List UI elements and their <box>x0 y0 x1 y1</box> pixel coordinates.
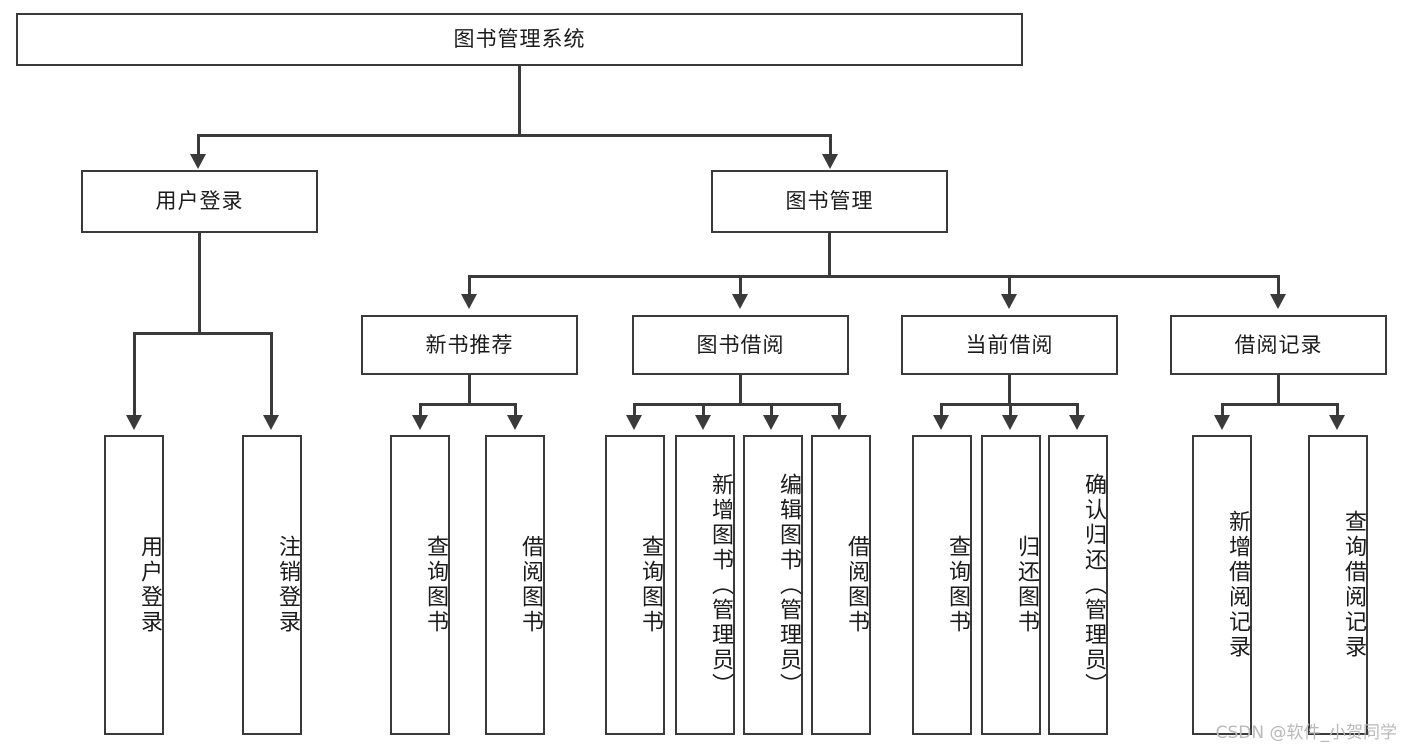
leaf-query-book-borrow[interactable]: 查询图书 <box>605 435 665 735</box>
connector-borrow-record-stem <box>1277 375 1280 405</box>
leaf-borrow-book-new[interactable]: 借阅图书 <box>485 435 545 735</box>
connector-current-borrow-leaf1 <box>940 403 943 417</box>
arrow-new-books-leaf1 <box>412 415 428 430</box>
leaf-label: 编辑图书（管理员） <box>776 472 801 698</box>
leaf-label: 新增借阅记录 <box>1225 510 1250 660</box>
arrow-current-borrow-leaf2 <box>1002 415 1018 430</box>
connector-to-book-borrow <box>739 275 742 297</box>
leaf-add-book-admin[interactable]: 新增图书（管理员） <box>675 435 735 735</box>
leaf-label: 查询借阅记录 <box>1341 510 1366 660</box>
arrow-to-book-manage <box>822 154 838 169</box>
connector-level3-bus <box>468 275 1280 278</box>
leaf-label: 确认归还（管理员） <box>1081 472 1106 698</box>
connector-current-borrow-stem <box>1008 375 1011 405</box>
node-book-borrow[interactable]: 图书借阅 <box>632 315 849 375</box>
arrow-book-borrow-leaf3 <box>763 415 779 430</box>
leaf-user-login[interactable]: 用户登录 <box>104 435 164 735</box>
connector-current-borrow-leaf2 <box>1009 403 1012 417</box>
node-label: 借阅记录 <box>1234 332 1323 357</box>
leaf-logout[interactable]: 注销登录 <box>242 435 302 735</box>
connector-user-login-bus <box>133 332 272 335</box>
node-label: 图书借阅 <box>696 332 785 357</box>
node-borrow-record[interactable]: 借阅记录 <box>1170 315 1387 375</box>
leaf-query-borrow-record[interactable]: 查询借阅记录 <box>1308 435 1368 735</box>
connector-borrow-record-bus <box>1221 403 1339 406</box>
node-book-management[interactable]: 图书管理 <box>711 170 948 233</box>
node-root-system[interactable]: 图书管理系统 <box>16 13 1023 66</box>
leaf-label: 归还图书 <box>1014 535 1039 635</box>
leaf-confirm-return-admin[interactable]: 确认归还（管理员） <box>1048 435 1108 735</box>
node-label: 当前借阅 <box>965 332 1054 357</box>
arrow-to-new-books <box>461 294 477 309</box>
node-label: 用户登录 <box>155 189 244 214</box>
arrow-to-borrow-record <box>1270 294 1286 309</box>
leaf-query-book-new[interactable]: 查询图书 <box>390 435 450 735</box>
node-label: 新书推荐 <box>425 332 514 357</box>
leaf-label: 查询图书 <box>423 535 448 635</box>
leaf-query-book-current[interactable]: 查询图书 <box>912 435 972 735</box>
connector-user-login-leaf2 <box>270 332 273 418</box>
arrow-book-borrow-leaf4 <box>831 415 847 430</box>
leaf-label: 查询图书 <box>945 535 970 635</box>
arrow-book-borrow-leaf2 <box>695 415 711 430</box>
connector-user-login-leaf1 <box>133 332 136 418</box>
arrow-user-login-leaf1 <box>126 415 142 430</box>
arrow-book-borrow-leaf1 <box>626 415 642 430</box>
connector-borrow-record-leaf2 <box>1336 403 1339 417</box>
connector-new-books-bus <box>419 403 517 406</box>
arrow-current-borrow-leaf3 <box>1069 415 1085 430</box>
connector-root-stem <box>518 66 521 136</box>
connector-current-borrow-leaf3 <box>1076 403 1079 417</box>
arrow-to-book-borrow <box>732 294 748 309</box>
arrow-borrow-record-leaf2 <box>1329 415 1345 430</box>
leaf-label: 注销登录 <box>275 535 300 635</box>
leaf-return-book[interactable]: 归还图书 <box>981 435 1041 735</box>
connector-to-new-books <box>468 275 471 297</box>
connector-book-borrow-leaf3 <box>770 403 773 417</box>
connector-book-borrow-leaf1 <box>633 403 636 417</box>
leaf-label: 查询图书 <box>638 535 663 635</box>
connector-to-current-borrow <box>1008 275 1011 297</box>
leaf-label: 借阅图书 <box>518 535 543 635</box>
connector-new-books-stem <box>468 375 471 405</box>
arrow-current-borrow-leaf1 <box>933 415 949 430</box>
node-current-borrow[interactable]: 当前借阅 <box>901 315 1118 375</box>
connector-to-user-login <box>197 134 200 156</box>
connector-book-borrow-stem <box>739 375 742 405</box>
connector-book-manage-stem <box>828 233 831 278</box>
connector-book-borrow-leaf2 <box>702 403 705 417</box>
connector-to-book-manage <box>829 134 832 156</box>
arrow-user-login-leaf2 <box>263 415 279 430</box>
node-label: 图书管理 <box>785 189 874 214</box>
node-label: 图书管理系统 <box>453 27 586 52</box>
leaf-borrow-book[interactable]: 借阅图书 <box>811 435 871 735</box>
connector-book-borrow-bus <box>633 403 840 406</box>
connector-borrow-record-leaf1 <box>1221 403 1224 417</box>
leaf-label: 新增图书（管理员） <box>708 472 733 698</box>
arrow-to-current-borrow <box>1001 294 1017 309</box>
leaf-edit-book-admin[interactable]: 编辑图书（管理员） <box>743 435 803 735</box>
connector-level2-bus <box>197 134 832 137</box>
node-new-book-recommend[interactable]: 新书推荐 <box>361 315 578 375</box>
connector-to-borrow-record <box>1277 275 1280 297</box>
connector-new-books-leaf2 <box>514 403 517 417</box>
arrow-new-books-leaf2 <box>507 415 523 430</box>
leaf-label: 用户登录 <box>137 535 162 635</box>
leaf-label: 借阅图书 <box>844 535 869 635</box>
connector-new-books-leaf1 <box>419 403 422 417</box>
arrow-borrow-record-leaf1 <box>1214 415 1230 430</box>
arrow-to-user-login <box>190 154 206 169</box>
node-user-login[interactable]: 用户登录 <box>81 170 318 233</box>
connector-user-login-stem <box>198 233 201 334</box>
leaf-add-borrow-record[interactable]: 新增借阅记录 <box>1192 435 1252 735</box>
connector-book-borrow-leaf4 <box>838 403 841 417</box>
